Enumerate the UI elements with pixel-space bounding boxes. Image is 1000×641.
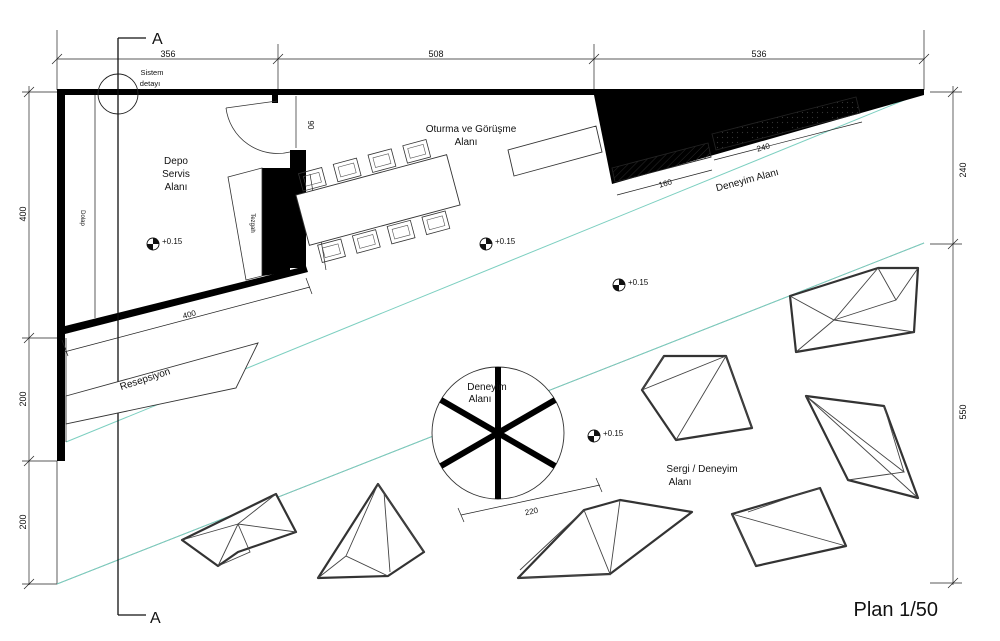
counter: Tezgah [227, 167, 263, 281]
exhibit-polyhedron-7 [180, 492, 298, 568]
display-shelves [611, 96, 861, 183]
shelf-short [611, 142, 712, 183]
chair-row-top [297, 139, 432, 192]
experience-label-1: Deneyim [467, 382, 506, 393]
counter-wall [262, 168, 290, 276]
elevation-marker-center: +0.15 [612, 278, 649, 292]
section-marker-bottom: A [150, 610, 161, 627]
top-dimension-chain: 356 508 536 [51, 30, 930, 90]
section-line-a: A A [117, 31, 163, 627]
experience-carousel [431, 366, 565, 500]
depot-door [225, 100, 291, 154]
shelf-long-dimension: 240 [756, 141, 772, 153]
carousel-dimension: 220 [524, 506, 539, 518]
elevation-marker-seating: +0.15 [479, 237, 516, 251]
exhibit-polyhedron-1 [788, 266, 920, 354]
reception-desk [65, 342, 259, 425]
elevation-label-center: +0.15 [628, 278, 649, 287]
top-dimension-1: 356 [160, 49, 175, 59]
depot-wall-dimension: 400 [182, 308, 198, 320]
left-dimension-2: 200 [18, 391, 28, 406]
right-dimension-1: 240 [958, 162, 968, 177]
meeting-table-set [295, 139, 461, 264]
depot-label-3: Alanı [165, 182, 188, 193]
left-dimension-3: 200 [18, 514, 28, 529]
exhibit-polyhedron-5 [516, 498, 694, 580]
door-clearance-dimension: 90 [306, 121, 315, 130]
experience-strip-label: Deneyim Alanı [715, 167, 780, 194]
top-dimension-3: 536 [751, 49, 766, 59]
section-marker-top: A [152, 31, 163, 48]
exhibit-polyhedron-4 [730, 486, 848, 568]
bench [507, 125, 603, 177]
depot-label-1: Depo [164, 156, 188, 167]
elevation-label-exhibit: +0.15 [603, 429, 624, 438]
left-dimension-chain: 400 200 200 [18, 86, 57, 590]
elevation-marker-exhibit: +0.15 [587, 429, 624, 443]
right-dimension-chain: 240 550 [930, 86, 968, 589]
chair-row-bottom [317, 210, 451, 264]
seating-label-1: Oturma ve Görüşme [426, 124, 517, 135]
depot-label-2: Servis [162, 169, 190, 180]
elevation-label-seating: +0.15 [495, 237, 516, 246]
seating-label-2: Alanı [455, 137, 478, 148]
depot-partition-wall [290, 150, 306, 268]
cabinet-label: Dolap [79, 210, 85, 226]
depot-diagonal-wall [65, 266, 308, 334]
counter-label: Tezgah [249, 213, 255, 232]
left-wall [57, 89, 65, 461]
top-dimension-2: 508 [428, 49, 443, 59]
system-detail-label-2: detayı [140, 79, 160, 88]
exhibit-polyhedron-6 [316, 482, 426, 580]
plan-title: Plan 1/50 [853, 599, 938, 621]
right-dimension-2: 550 [958, 404, 968, 419]
cabinet: Dolap [79, 95, 96, 318]
shelf-short-dimension: 160 [658, 177, 674, 189]
system-detail-label-1: Sistem [141, 68, 164, 77]
exhibit-label-1: Sergi / Deneyim [666, 464, 737, 475]
experience-label-2: Alanı [469, 394, 492, 405]
top-wall [57, 89, 924, 95]
exhibit-polyhedron-3 [804, 394, 920, 500]
exhibit-label-2: Alanı [669, 477, 692, 488]
exhibit-polyhedron-2 [640, 354, 754, 442]
elevation-marker-depot: +0.15 [146, 237, 183, 251]
elevation-label-depot: +0.15 [162, 237, 183, 246]
left-dimension-1: 400 [18, 206, 28, 221]
